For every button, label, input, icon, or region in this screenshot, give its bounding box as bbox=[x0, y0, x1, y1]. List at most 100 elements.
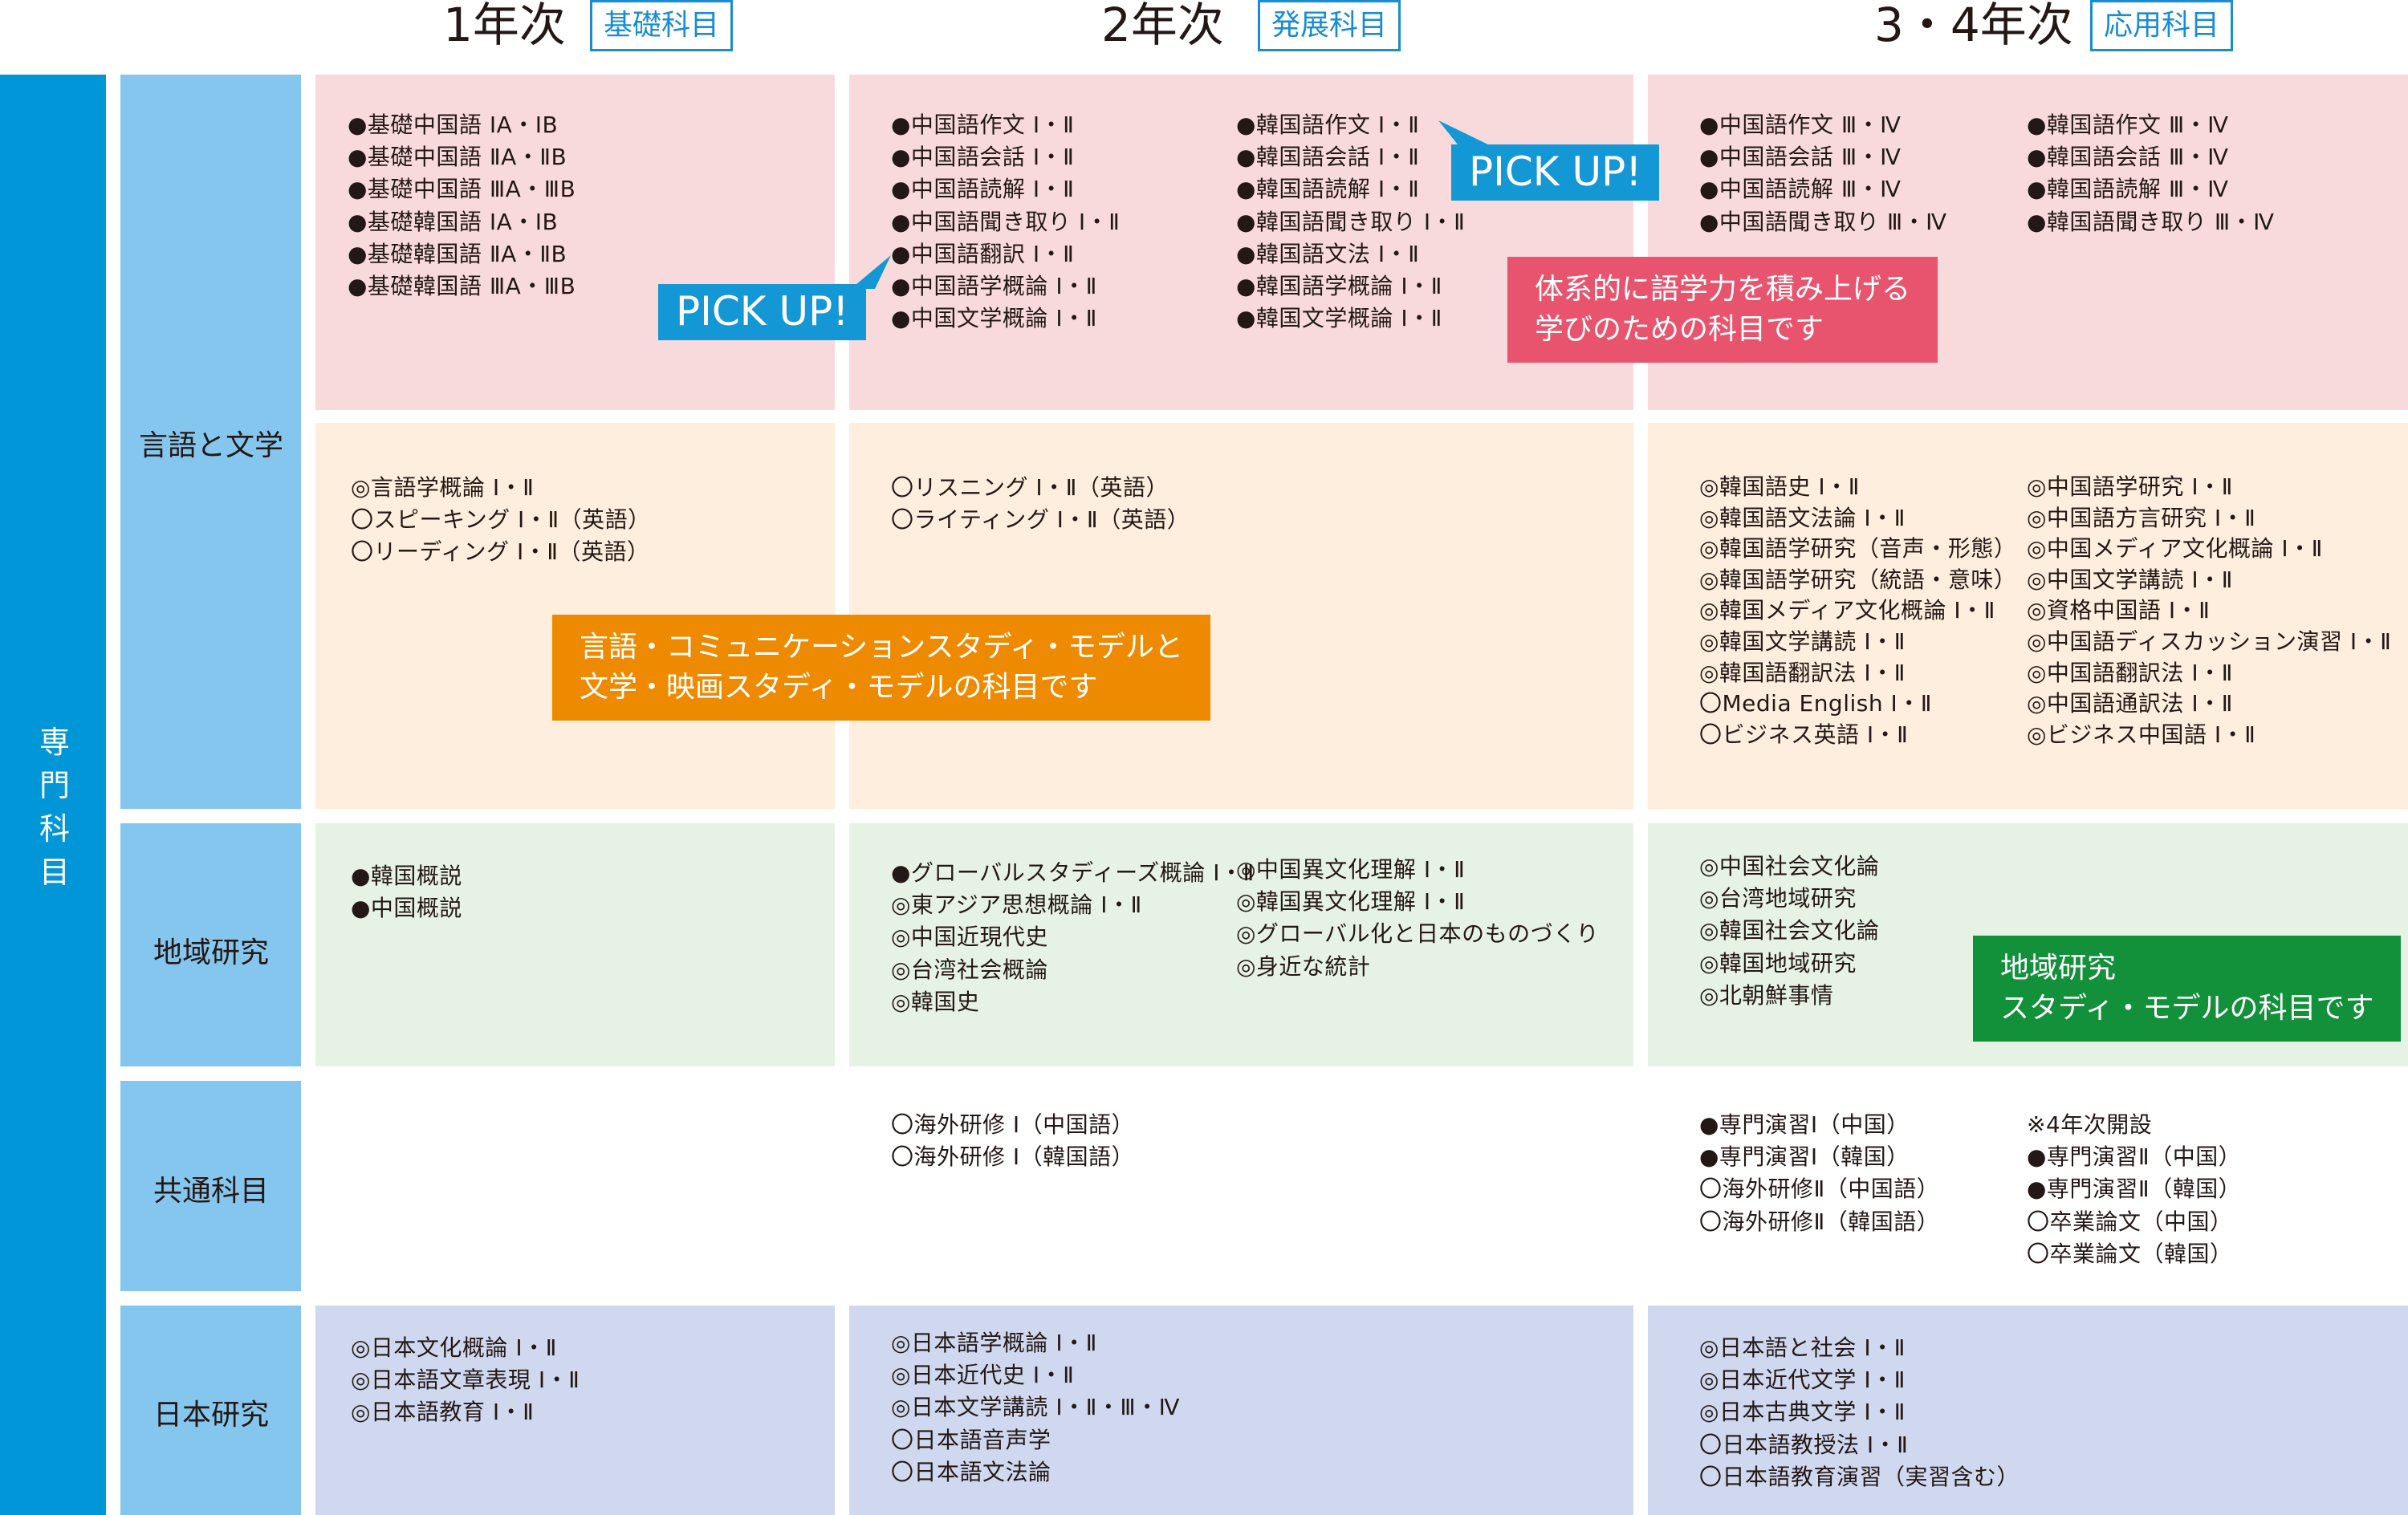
course-item: ●中国語作文 Ⅰ・Ⅱ bbox=[891, 112, 1075, 138]
course-list: ◎韓国語史 Ⅰ・Ⅱ◎韓国語文法論 Ⅰ・Ⅱ◎韓国語学研究（音声・形態）◎韓国語学研… bbox=[1699, 472, 2016, 750]
year-1-label: 1年次 bbox=[443, 0, 566, 52]
course-item: ●韓国概説 bbox=[351, 863, 462, 889]
pick-up-pointer-chinese bbox=[851, 255, 891, 289]
course-item: ●韓国語聞き取り Ⅲ・Ⅳ bbox=[2027, 208, 2275, 235]
course-list: ●中国語作文 Ⅰ・Ⅱ ●中国語会話 Ⅰ・Ⅱ ●中国語読解 Ⅰ・Ⅱ ●中国語聞き取り Ⅰ… bbox=[891, 109, 1120, 335]
course-list: ※4年次開設●専門演習Ⅱ（中国）●専門演習Ⅱ（韓国）〇卒業論文（中国）〇卒業論文… bbox=[2027, 1109, 2241, 1270]
course-item: 〇ビジネス英語 Ⅰ・Ⅱ bbox=[1699, 721, 1909, 748]
course-list: ●グローバルスタディーズ概論 Ⅰ・Ⅱ◎東アジア思想概論 Ⅰ・Ⅱ◎中国近現代史◎台… bbox=[891, 857, 1255, 1018]
callout-language-literature-line-1: 言語・コミュニケーションスタディ・モデルと bbox=[580, 631, 1184, 664]
course-item: ●中国概説 bbox=[351, 895, 462, 922]
course-item: ●中国語読解 Ⅰ・Ⅱ bbox=[891, 176, 1075, 203]
cell-region-y2 bbox=[849, 823, 1633, 1066]
category-common bbox=[120, 1081, 301, 1291]
course-item: ※4年次開設 bbox=[2027, 1111, 2153, 1138]
course-list: ●韓国語作文 Ⅰ・Ⅱ●韓国語会話 Ⅰ・Ⅱ●韓国語読解 Ⅰ・Ⅱ●韓国語聞き取り Ⅰ… bbox=[1236, 109, 1465, 335]
course-item: ●基礎韓国語 ⅠA・ⅠB bbox=[348, 208, 559, 235]
course-item: 〇日本語音声学 bbox=[891, 1426, 1051, 1453]
pick-up-label-chinese: PICK UP! bbox=[658, 284, 867, 340]
course-item: ●グローバルスタディーズ概論 Ⅰ・Ⅱ bbox=[891, 859, 1255, 886]
year-2-label: 2年次 bbox=[1101, 0, 1224, 52]
category-language-literature-label: 言語と文学 bbox=[138, 429, 283, 462]
course-item: ◎日本近代文学 Ⅰ・Ⅱ bbox=[1699, 1367, 1906, 1394]
callout-systematic-line-2: 学びのための科目です bbox=[1535, 313, 1824, 346]
cell-lang-b-y34 bbox=[1648, 423, 2408, 809]
course-item: ●韓国語読解 Ⅰ・Ⅱ bbox=[1236, 176, 1420, 203]
course-item: ◎東アジア思想概論 Ⅰ・Ⅱ bbox=[891, 892, 1142, 919]
course-item: ◎台湾地域研究 bbox=[1699, 885, 1857, 912]
course-item: ●韓国語会話 Ⅰ・Ⅱ bbox=[1236, 144, 1420, 171]
course-item: ◎中国語ディスカッション演習 Ⅰ・Ⅱ bbox=[2027, 628, 2392, 655]
course-item: ◎中国語翻訳法 Ⅰ・Ⅱ bbox=[2027, 659, 2233, 686]
year-34-label: 3・4年次 bbox=[1874, 0, 2073, 52]
course-item: ◎韓国地域研究 bbox=[1699, 949, 1857, 977]
course-item: ◎日本語教育 Ⅰ・Ⅱ bbox=[351, 1399, 535, 1426]
course-item: ◎中国語学研究 Ⅰ・Ⅱ bbox=[2027, 473, 2233, 500]
course-item: ◎日本文学講読 Ⅰ・Ⅱ・Ⅲ・Ⅳ bbox=[891, 1394, 1181, 1421]
course-list: 〇リスニング Ⅰ・Ⅱ（英語） 〇ライティング Ⅰ・Ⅱ（英語） bbox=[891, 472, 1190, 536]
course-item: 〇卒業論文（韓国） bbox=[2027, 1240, 2233, 1267]
category-language-literature bbox=[120, 75, 301, 809]
course-item: ◎日本語と社会 Ⅰ・Ⅱ bbox=[1699, 1334, 1906, 1361]
course-list: ◎中国語学研究 Ⅰ・Ⅱ◎中国語方言研究 Ⅰ・Ⅱ◎中国メディア文化概論 Ⅰ・Ⅱ◎中… bbox=[2027, 472, 2391, 750]
course-item: ◎中国異文化理解 Ⅰ・Ⅱ bbox=[1236, 856, 1466, 883]
course-list: ●韓国語作文 Ⅲ・Ⅳ●韓国語会話 Ⅲ・Ⅳ●韓国語読解 Ⅲ・Ⅳ●韓国語聞き取り Ⅲ… bbox=[2027, 109, 2274, 238]
callout-systematic-line-1: 体系的に語学力を積み上げる bbox=[1535, 273, 1911, 306]
course-item: ●基礎韓国語 ⅡA・ⅡB bbox=[348, 240, 567, 267]
course-item: ●基礎中国語 ⅠA・ⅠB bbox=[348, 112, 559, 138]
course-item: ●専門演習Ⅱ（韓国） bbox=[2027, 1176, 2242, 1203]
course-item: 〇リーディング Ⅰ・Ⅱ（英語） bbox=[351, 538, 650, 566]
course-item: ◎日本語文章表現 Ⅰ・Ⅱ bbox=[351, 1367, 580, 1394]
course-item: ●中国語作文 Ⅲ・Ⅳ bbox=[1699, 112, 1902, 138]
course-item: ◎韓国語学研究（音声・形態） bbox=[1699, 535, 2017, 563]
callout-regional-line-2: スタディ・モデルの科目です bbox=[2000, 992, 2374, 1025]
course-item: 〇海外研修Ⅱ（韓国語） bbox=[1699, 1208, 1940, 1235]
course-item: ●基礎中国語 ⅡA・ⅡB bbox=[348, 144, 567, 171]
course-item: 〇リスニング Ⅰ・Ⅱ（英語） bbox=[891, 474, 1169, 501]
cell-lang-a-y1 bbox=[315, 75, 835, 410]
course-item: ◎韓国語文法論 Ⅰ・Ⅱ bbox=[1699, 504, 1906, 531]
course-item: 〇日本語教育演習（実習含む） bbox=[1699, 1463, 2020, 1490]
course-item: 〇海外研修Ⅱ（中国語） bbox=[1699, 1176, 1940, 1203]
side-bar bbox=[0, 75, 106, 1515]
course-item: ●韓国語学概論 Ⅰ・Ⅱ bbox=[1236, 272, 1442, 299]
course-item: ◎韓国文学講読 Ⅰ・Ⅱ bbox=[1699, 628, 1906, 655]
course-item: 〇ライティング Ⅰ・Ⅱ（英語） bbox=[891, 506, 1190, 534]
callout-language-literature: 言語・コミュニケーションスタディ・モデルと 文学・映画スタディ・モデルの科目です bbox=[552, 615, 1211, 721]
course-list: ◎日本語と社会 Ⅰ・Ⅱ ◎日本近代文学 Ⅰ・Ⅱ ◎日本古典文学 Ⅰ・Ⅱ 〇日本語教授法… bbox=[1699, 1332, 2020, 1493]
course-item: ◎日本近代史 Ⅰ・Ⅱ bbox=[891, 1362, 1075, 1389]
course-item: 〇日本語教授法 Ⅰ・Ⅱ bbox=[1699, 1431, 1909, 1458]
course-item: ●中国語読解 Ⅲ・Ⅳ bbox=[1699, 176, 1902, 203]
course-item: ◎中国文学講読 Ⅰ・Ⅱ bbox=[2027, 566, 2233, 593]
course-list: ◎中国社会文化論◎台湾地域研究◎韓国社会文化論◎韓国地域研究◎北朝鮮事情 bbox=[1699, 851, 1879, 1012]
course-item: ◎中国社会文化論 bbox=[1699, 853, 1880, 879]
course-item: ●中国語会話 Ⅰ・Ⅱ bbox=[891, 144, 1075, 171]
course-item: ◎韓国史 bbox=[891, 988, 980, 1015]
course-item: ◎中国近現代史 bbox=[891, 924, 1048, 951]
course-item: 〇Media English Ⅰ・Ⅱ bbox=[1699, 690, 1933, 717]
course-list: ●韓国概説 ●中国概説 bbox=[351, 860, 462, 924]
course-item: ●韓国語会話 Ⅲ・Ⅳ bbox=[2027, 144, 2229, 171]
course-item: 〇日本語文法論 bbox=[891, 1458, 1051, 1485]
course-item: ◎身近な統計 bbox=[1236, 952, 1371, 980]
category-regional bbox=[120, 823, 301, 1066]
course-item: ●基礎中国語 ⅢA・ⅢB bbox=[348, 176, 576, 203]
course-item: 〇スピーキング Ⅰ・Ⅱ（英語） bbox=[351, 506, 651, 534]
course-item: ◎韓国社会文化論 bbox=[1699, 917, 1880, 944]
category-japan bbox=[120, 1306, 301, 1515]
course-item: ●中国語聞き取り Ⅰ・Ⅱ bbox=[891, 208, 1121, 235]
course-item: ●中国文学概論 Ⅰ・Ⅱ bbox=[891, 305, 1097, 332]
category-regional-label: 地域研究 bbox=[153, 936, 269, 969]
course-item: ◎日本古典文学 Ⅰ・Ⅱ bbox=[1699, 1399, 1906, 1426]
year-2-badge: 発展科目 bbox=[1258, 0, 1401, 51]
course-list: ◎日本文化概論 Ⅰ・Ⅱ◎日本語文章表現 Ⅰ・Ⅱ◎日本語教育 Ⅰ・Ⅱ bbox=[351, 1332, 580, 1429]
callout-systematic: 体系的に語学力を積み上げる 学びのための科目です bbox=[1507, 257, 1938, 363]
course-item: ●中国語学概論 Ⅰ・Ⅱ bbox=[891, 272, 1097, 299]
callout-regional-line-1: 地域研究 bbox=[2000, 952, 2117, 985]
course-list: ◎中国異文化理解 Ⅰ・Ⅱ◎韓国異文化理解 Ⅰ・Ⅱ◎グローバル化と日本のものづくり… bbox=[1236, 854, 1599, 983]
cell-japan-y2 bbox=[849, 1306, 1633, 1515]
course-item: ●中国語翻訳 Ⅰ・Ⅱ bbox=[891, 240, 1075, 267]
course-item: 〇海外研修 Ⅰ（中国語） bbox=[891, 1111, 1135, 1138]
